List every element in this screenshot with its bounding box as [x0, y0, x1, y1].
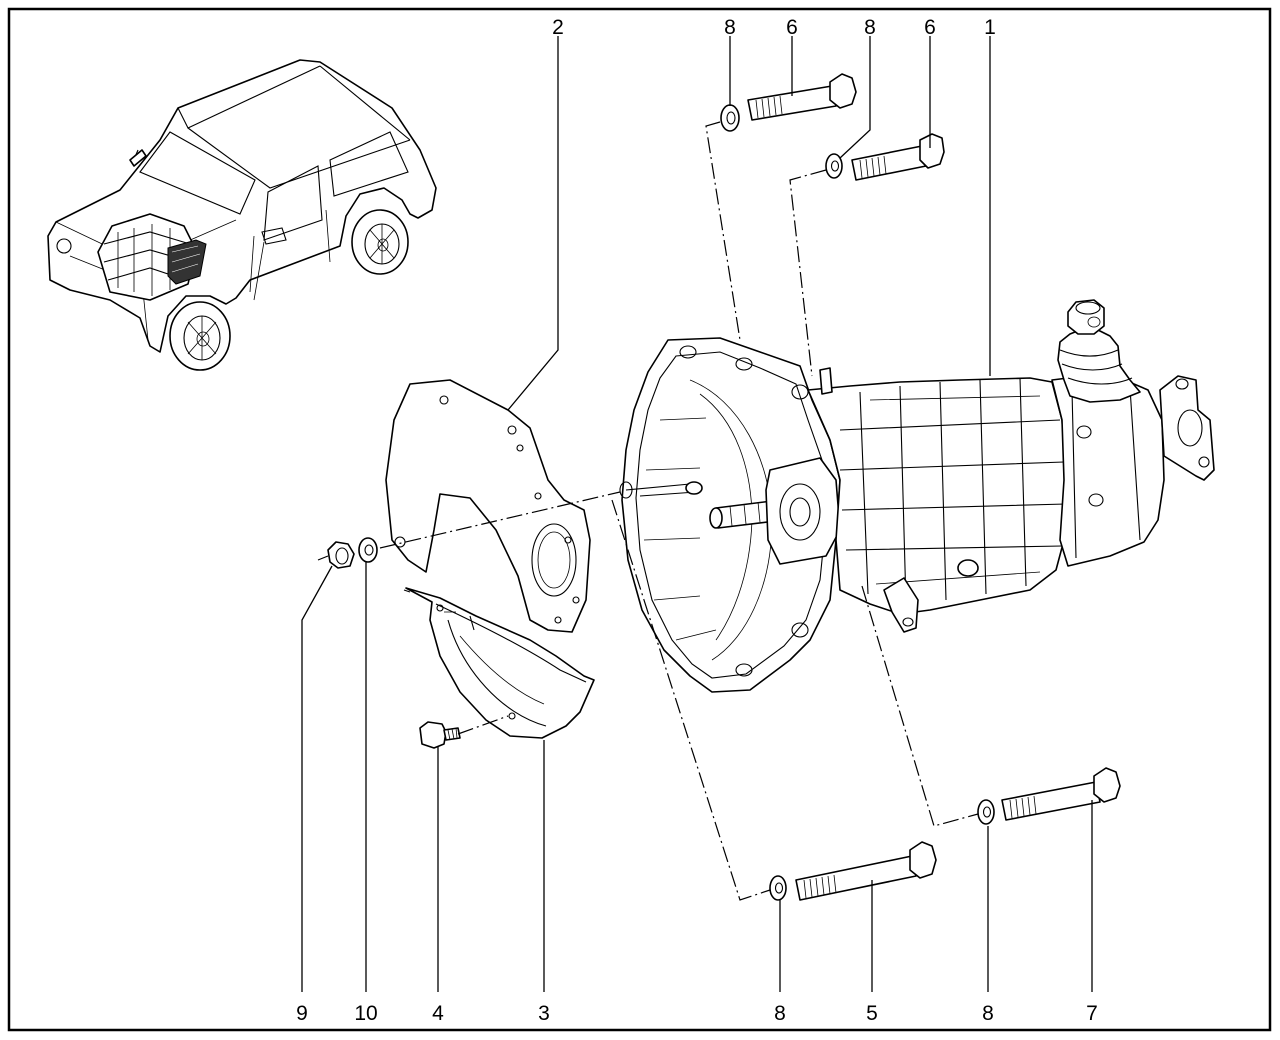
clutch-housing-cover-plate [385, 379, 591, 633]
callout-8-top-left: 8 [724, 16, 736, 39]
callout-2: 2 [552, 16, 564, 39]
hex-nut [327, 541, 355, 569]
callout-8-top-right: 8 [864, 16, 876, 39]
callout-6-right: 6 [924, 16, 936, 39]
assembly-centerlines [317, 121, 979, 901]
vehicle-locator-illustration [47, 59, 437, 371]
callout-leaders [301, 36, 1093, 992]
callout-8-bottom-right: 8 [982, 1002, 994, 1025]
callout-10: 10 [354, 1002, 377, 1025]
lower-dust-shield [403, 587, 595, 739]
lower-washer-5 [769, 875, 787, 901]
diagram-frame [7, 7, 1272, 1032]
shield-bolt [419, 721, 461, 749]
flat-washer [358, 537, 378, 563]
callout-7: 7 [1086, 1002, 1098, 1025]
upper-washer-2 [825, 153, 843, 179]
lower-bolt-7 [1001, 767, 1121, 821]
upper-washer-1 [720, 104, 740, 132]
callout-5: 5 [866, 1002, 878, 1025]
lower-washer-7 [977, 799, 995, 825]
callout-1: 1 [984, 16, 996, 39]
callout-6-left: 6 [786, 16, 798, 39]
callout-9: 9 [296, 1002, 308, 1025]
callout-8-bottom-left: 8 [774, 1002, 786, 1025]
upper-bolt-2 [851, 133, 945, 181]
lower-bolt-5 [795, 841, 937, 901]
callout-3: 3 [538, 1002, 550, 1025]
upper-bolt-1 [747, 73, 857, 121]
gearbox-assembly [619, 299, 1215, 693]
callout-4: 4 [432, 1002, 444, 1025]
